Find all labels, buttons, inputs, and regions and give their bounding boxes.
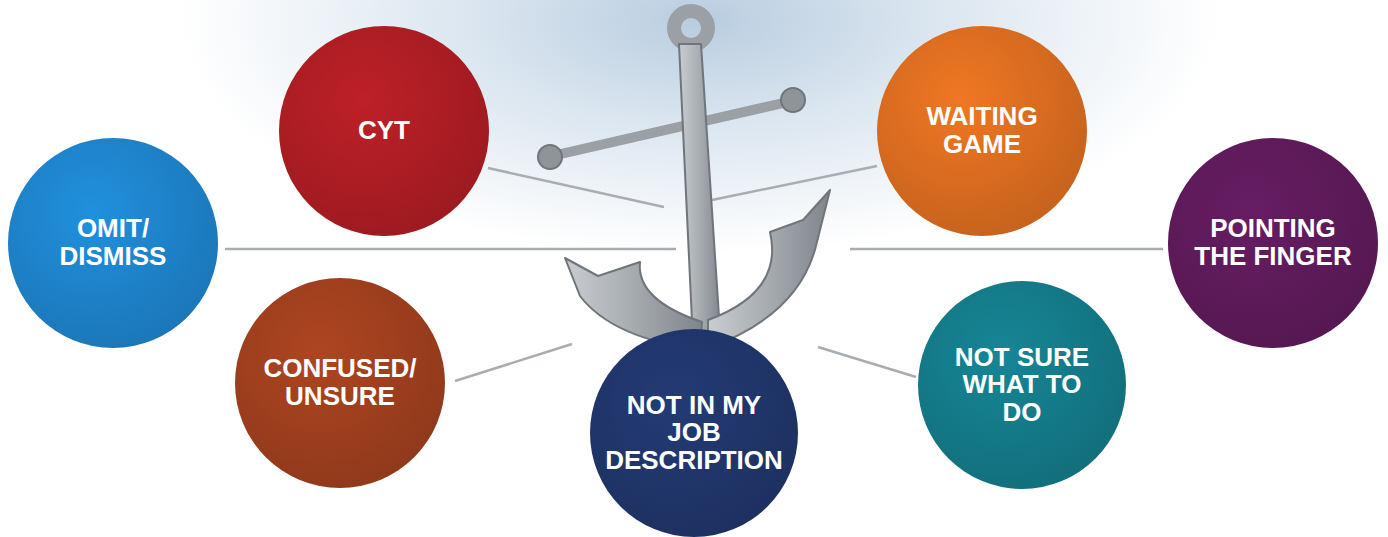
circle-shape bbox=[877, 26, 1087, 236]
node-label: CYT bbox=[309, 117, 459, 145]
anchor-stock bbox=[552, 101, 792, 156]
anchor-fluke bbox=[708, 190, 830, 348]
node-label: NOT SURE WHAT TO DO bbox=[952, 344, 1092, 427]
waiting-circle: WAITING GAME bbox=[877, 26, 1087, 236]
confused-circle: CONFUSED/ UNSURE bbox=[235, 278, 445, 488]
anchor bbox=[538, 11, 830, 364]
circle-shape bbox=[1168, 138, 1378, 348]
circle-shape bbox=[279, 26, 489, 236]
node-label: NOT IN MY JOB DESCRIPTION bbox=[604, 392, 784, 475]
circle-shape bbox=[8, 138, 218, 348]
leader-line bbox=[712, 166, 877, 200]
not-sure-circle: NOT SURE WHAT TO DO bbox=[918, 281, 1126, 489]
job-description-circle: NOT IN MY JOB DESCRIPTION bbox=[590, 329, 798, 537]
pointing-circle: POINTING THE FINGER bbox=[1168, 138, 1378, 348]
anchor-ring bbox=[674, 11, 708, 45]
circle-shape bbox=[590, 329, 798, 537]
node-label: OMIT/ DISMISS bbox=[43, 215, 183, 270]
leader-line bbox=[818, 347, 916, 377]
leader-line bbox=[455, 344, 572, 381]
omit-circle: OMIT/ DISMISS bbox=[8, 138, 218, 348]
node-label: POINTING THE FINGER bbox=[1188, 215, 1358, 270]
node-label: CONFUSED/ UNSURE bbox=[258, 355, 423, 410]
circle-shape bbox=[235, 278, 445, 488]
leader-line bbox=[850, 248, 1163, 251]
cyt-circle: CYT bbox=[279, 26, 489, 236]
circle-shape bbox=[918, 281, 1126, 489]
anchor-stock-ball bbox=[538, 145, 562, 169]
leader-line bbox=[488, 168, 664, 207]
anchor-stock-ball bbox=[781, 88, 805, 112]
leader-line bbox=[225, 248, 676, 251]
node-label: WAITING GAME bbox=[907, 103, 1057, 158]
